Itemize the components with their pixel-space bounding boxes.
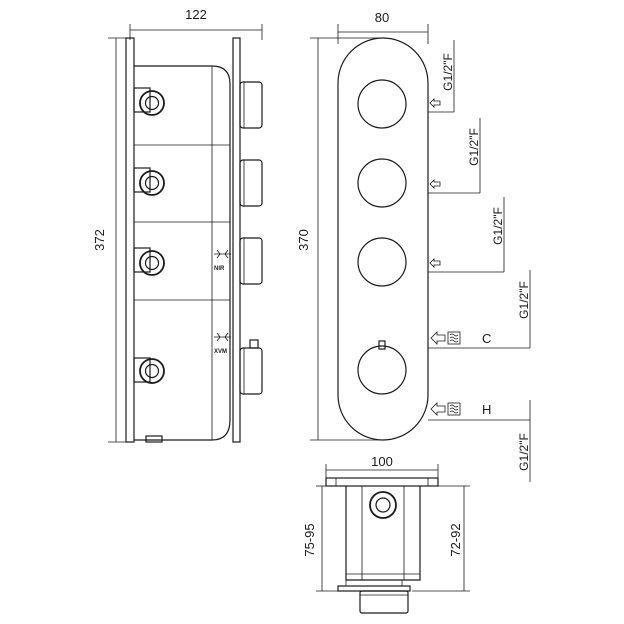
bottom-body [345,486,421,581]
side-knobs [239,81,263,395]
front-knob-4 [357,345,407,395]
side-width-dimension: 122 [129,7,263,40]
port-2: G1/2"F [428,118,481,194]
bottom-left-label: 75-95 [302,523,317,556]
front-width-label: 80 [375,10,389,25]
front-knob-1 [357,79,407,129]
bottom-knob [359,590,409,614]
front-view: 80 370 G1/2"F G1/2"F [296,10,531,482]
port-4-letter: C [482,331,491,346]
port-3-thread: G1/2"F [491,207,505,245]
port-2-thread: G1/2"F [467,128,481,166]
side-height-dimension: 372 [92,37,128,443]
badge-lower: XVM [214,332,231,355]
front-knob-4-tab [378,340,386,350]
badge-upper: NIR [214,249,231,272]
port-1: G1/2"F [428,40,455,113]
bottom-width-dimension: 100 [325,454,439,480]
port-5: H G1/2"F [428,400,531,482]
front-height-dimension: 370 [296,37,382,441]
port-5-thread: G1/2"F [517,433,531,471]
bottom-rear-plate [337,585,411,592]
port-4-thread: G1/2"F [517,281,531,319]
port-1-thread: G1/2"F [441,53,455,91]
side-view: 122 372 [92,7,263,443]
side-width-label: 122 [185,7,207,22]
badge-upper-text: NIR [214,266,225,272]
port-5-letter: H [482,402,491,417]
bottom-right-label: 72-92 [448,523,463,556]
side-back-plate [125,37,135,443]
side-height-label: 372 [92,229,107,251]
front-height-label: 370 [296,229,311,251]
side-rear-fittings [133,87,165,384]
side-bottom-tab [145,435,163,443]
port-3: G1/2"F [428,197,505,273]
bottom-right-dimension: 72-92 [412,485,470,592]
bottom-width-label: 100 [371,454,393,469]
bottom-view: 100 75-95 72-92 [302,454,470,614]
bottom-top-plate [325,477,439,487]
bottom-left-dimension: 75-95 [302,485,340,592]
front-knob-3 [357,237,407,287]
badge-lower-text: XVM [214,349,227,355]
front-faceplate [337,37,429,441]
bottom-fitting [369,491,397,519]
front-knob-2 [357,158,407,208]
side-front-plate [232,37,241,443]
port-4: C G1/2"F [428,270,531,349]
side-body [134,65,231,441]
front-width-dimension: 80 [337,10,429,44]
